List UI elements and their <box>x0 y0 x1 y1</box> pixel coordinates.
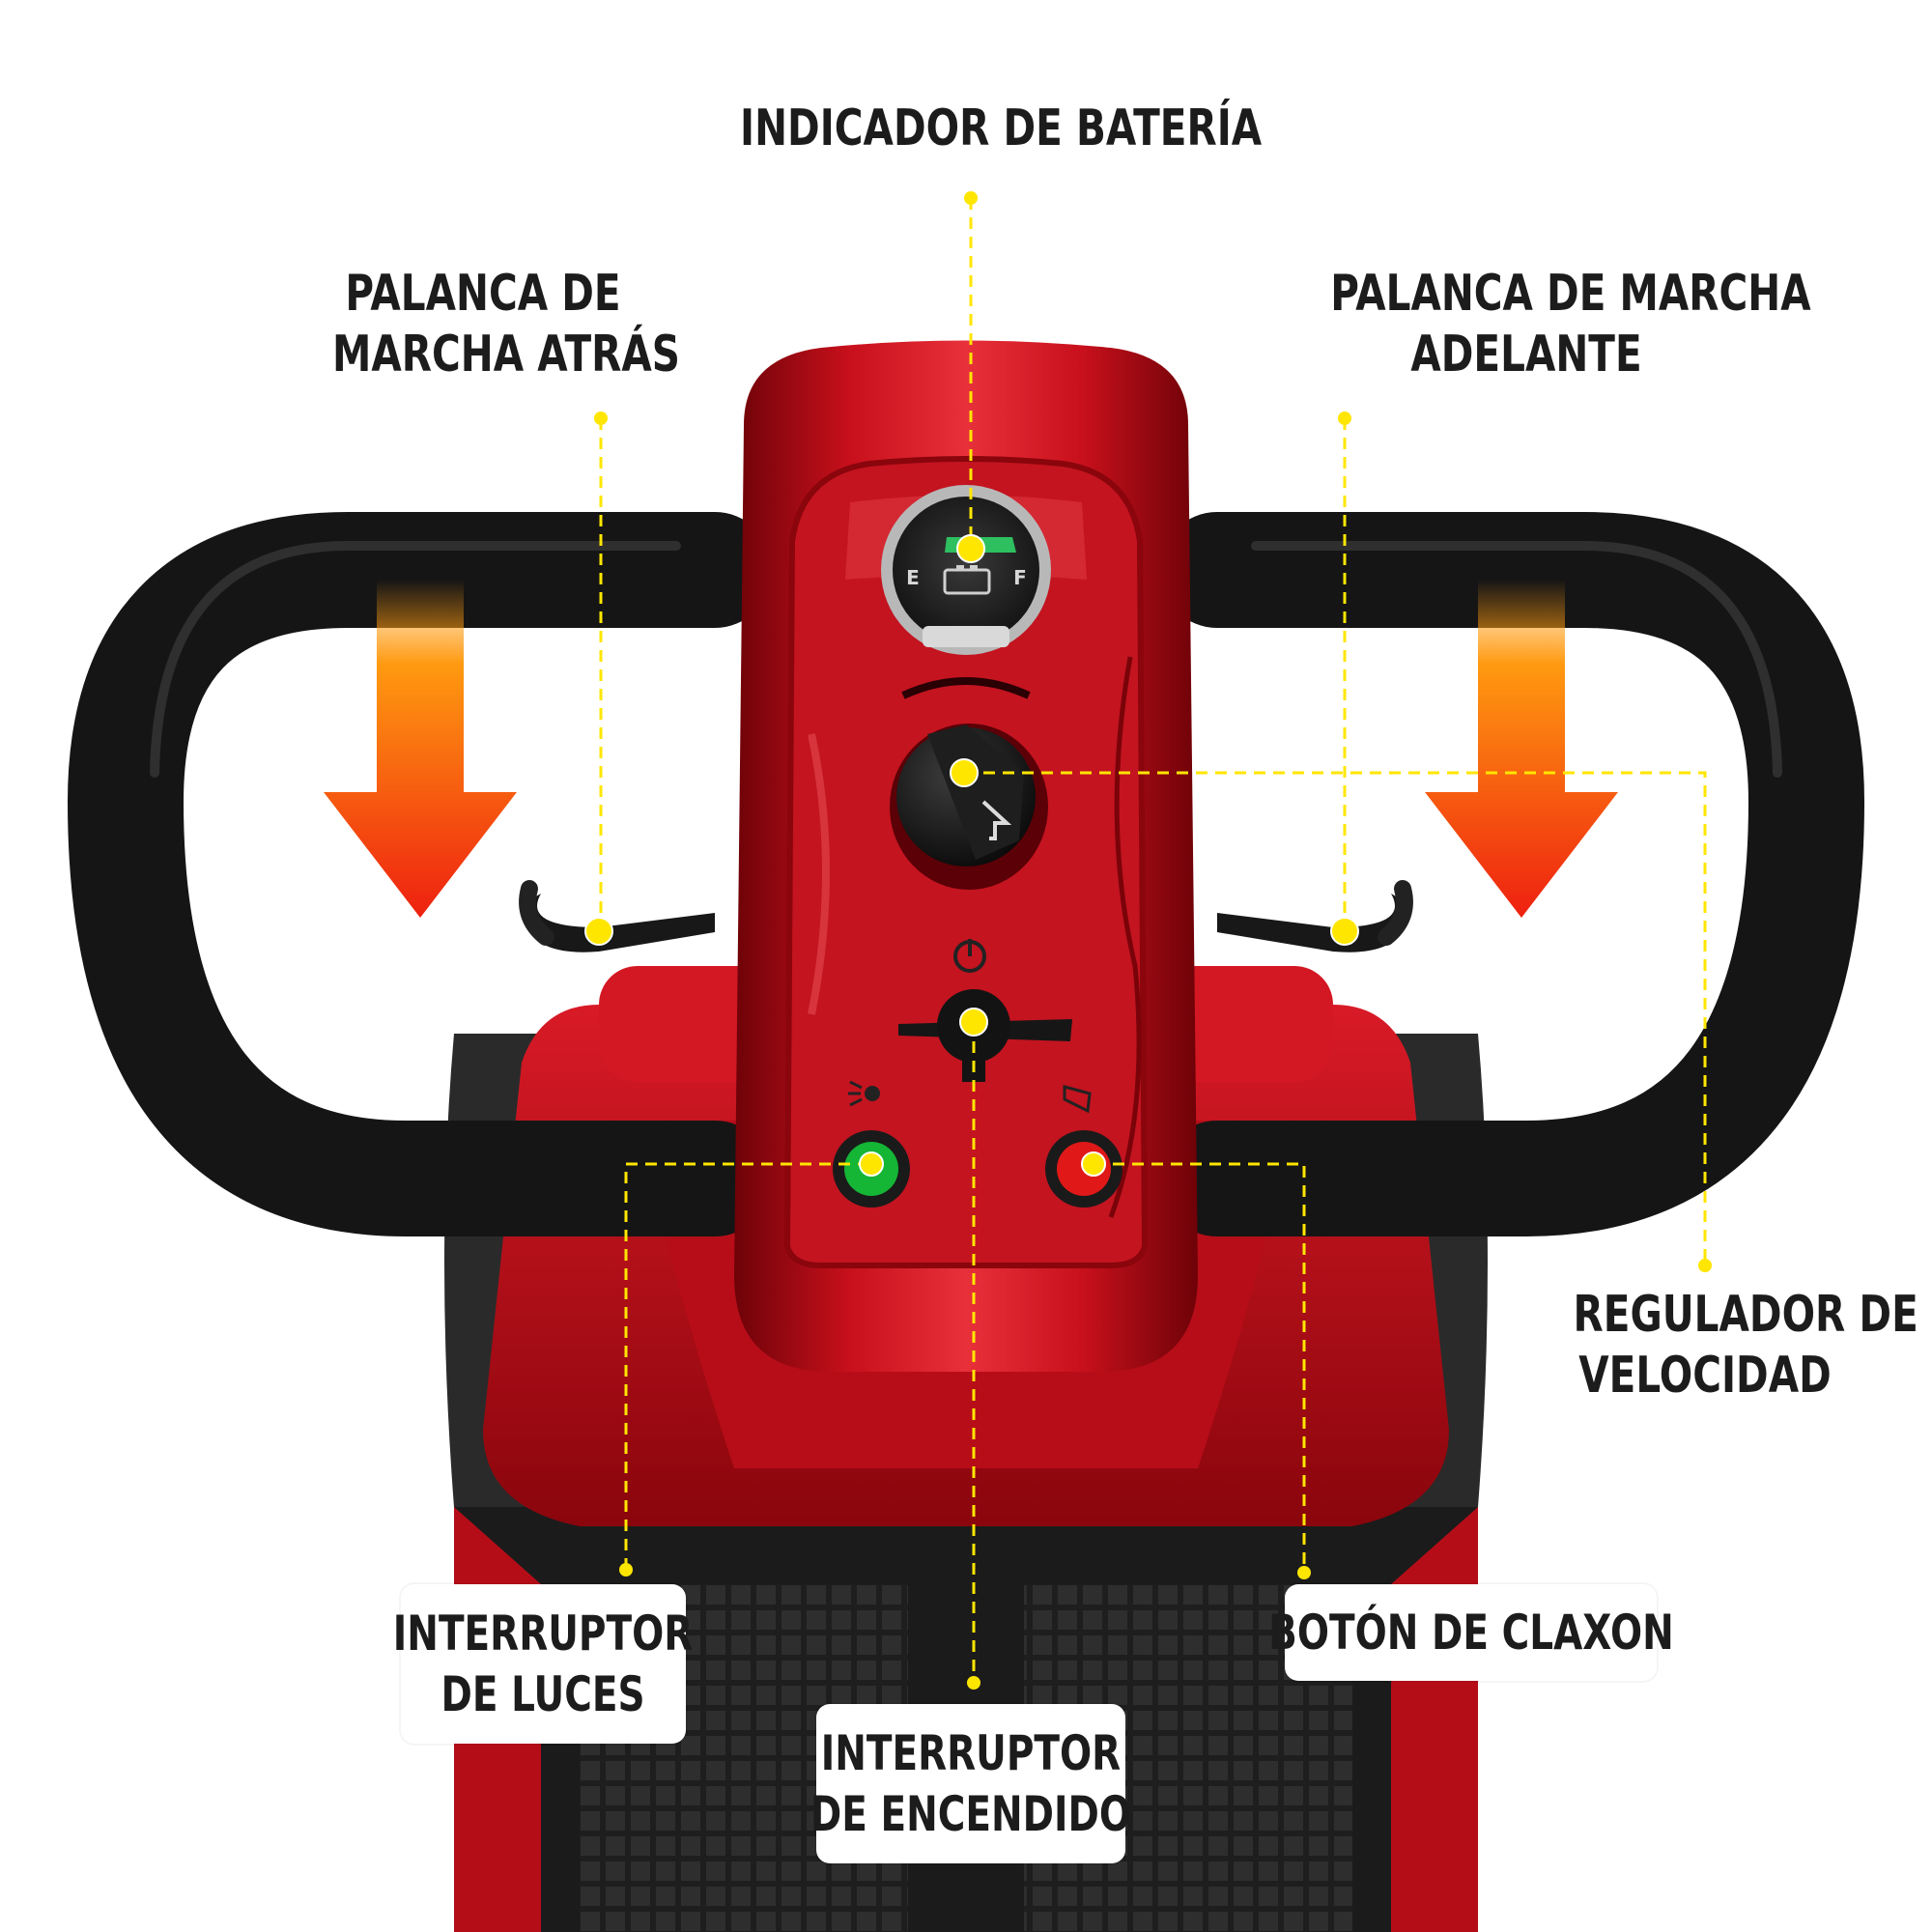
forward-lever-label: PALANCA DE MARCHA ADELANTE <box>1330 265 1811 384</box>
power-switch-label: INTERRUPTOR DE ENCENDIDO <box>810 1724 1132 1842</box>
light-icon <box>848 1080 880 1107</box>
battery-indicator-label: INDICADOR DE BATERÍA <box>740 99 1263 157</box>
horn-button-label-box: BOTÓN DE CLAXON <box>1268 1584 1673 1681</box>
horn-icon <box>1063 1085 1092 1114</box>
callout-dots <box>584 191 1712 1690</box>
callout-lines <box>599 198 1707 1683</box>
forward-thumb-lever <box>1217 880 1413 952</box>
reverse-lever-label: PALANCA DE MARCHA ATRÁS <box>332 265 680 384</box>
speed-knob <box>890 677 1048 890</box>
speed-regulator-label: REGULADOR DE VELOCIDAD <box>1573 1286 1918 1406</box>
gauge-full-letter: F <box>1013 566 1027 589</box>
power-switch-label-box: INTERRUPTOR DE ENCENDIDO <box>810 1704 1131 1863</box>
light-switch-label-box: INTERRUPTOR DE LUCES <box>393 1584 694 1744</box>
handlebar <box>67 512 1865 1236</box>
horn-button-label: BOTÓN DE CLAXON <box>1267 1604 1674 1661</box>
reverse-thumb-lever <box>519 880 715 952</box>
battery-gauge: E F <box>881 485 1051 655</box>
gauge-empty-letter: E <box>906 566 920 589</box>
reverse-direction-arrow <box>324 580 517 918</box>
forward-direction-arrow <box>1425 580 1618 918</box>
light-switch-label: INTERRUPTOR DE LUCES <box>393 1605 694 1722</box>
